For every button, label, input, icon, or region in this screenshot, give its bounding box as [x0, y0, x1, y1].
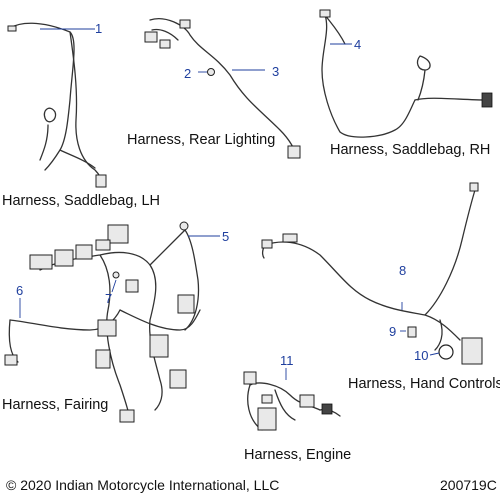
- callout-7: 7: [105, 291, 113, 306]
- harness-hand-controls: [261, 182, 483, 365]
- callout-2: 2: [184, 66, 192, 81]
- label-fairing: Harness, Fairing: [2, 397, 109, 413]
- callout-1: 1: [95, 21, 103, 36]
- copyright-notice: © 2020 Indian Motorcycle International, …: [6, 477, 280, 493]
- callout-8: 8: [399, 263, 407, 278]
- label-saddlebag-rh: Harness, Saddlebag, RH: [330, 142, 491, 158]
- label-hand-controls: Harness, Hand Controls: [348, 376, 500, 392]
- callout-9: 9: [389, 324, 397, 339]
- callout-5: 5: [222, 229, 230, 244]
- callout-6: 6: [16, 283, 24, 298]
- callout-10: 10: [414, 348, 429, 363]
- harness-saddlebag-lh: [7, 22, 107, 188]
- harness-rear-lighting: [144, 18, 301, 159]
- label-rear-lighting: Harness, Rear Lighting: [127, 132, 276, 148]
- label-saddlebag-lh: Harness, Saddlebag, LH: [2, 193, 160, 209]
- callout-3: 3: [272, 64, 280, 79]
- figure-id: 200719C: [440, 477, 497, 493]
- callout-4: 4: [354, 37, 362, 52]
- harness-fairing: [4, 221, 220, 423]
- label-engine: Harness, Engine: [244, 447, 352, 463]
- harness-engine: [243, 368, 341, 431]
- callout-11: 11: [280, 353, 294, 368]
- harness-saddlebag-rh: [319, 9, 493, 138]
